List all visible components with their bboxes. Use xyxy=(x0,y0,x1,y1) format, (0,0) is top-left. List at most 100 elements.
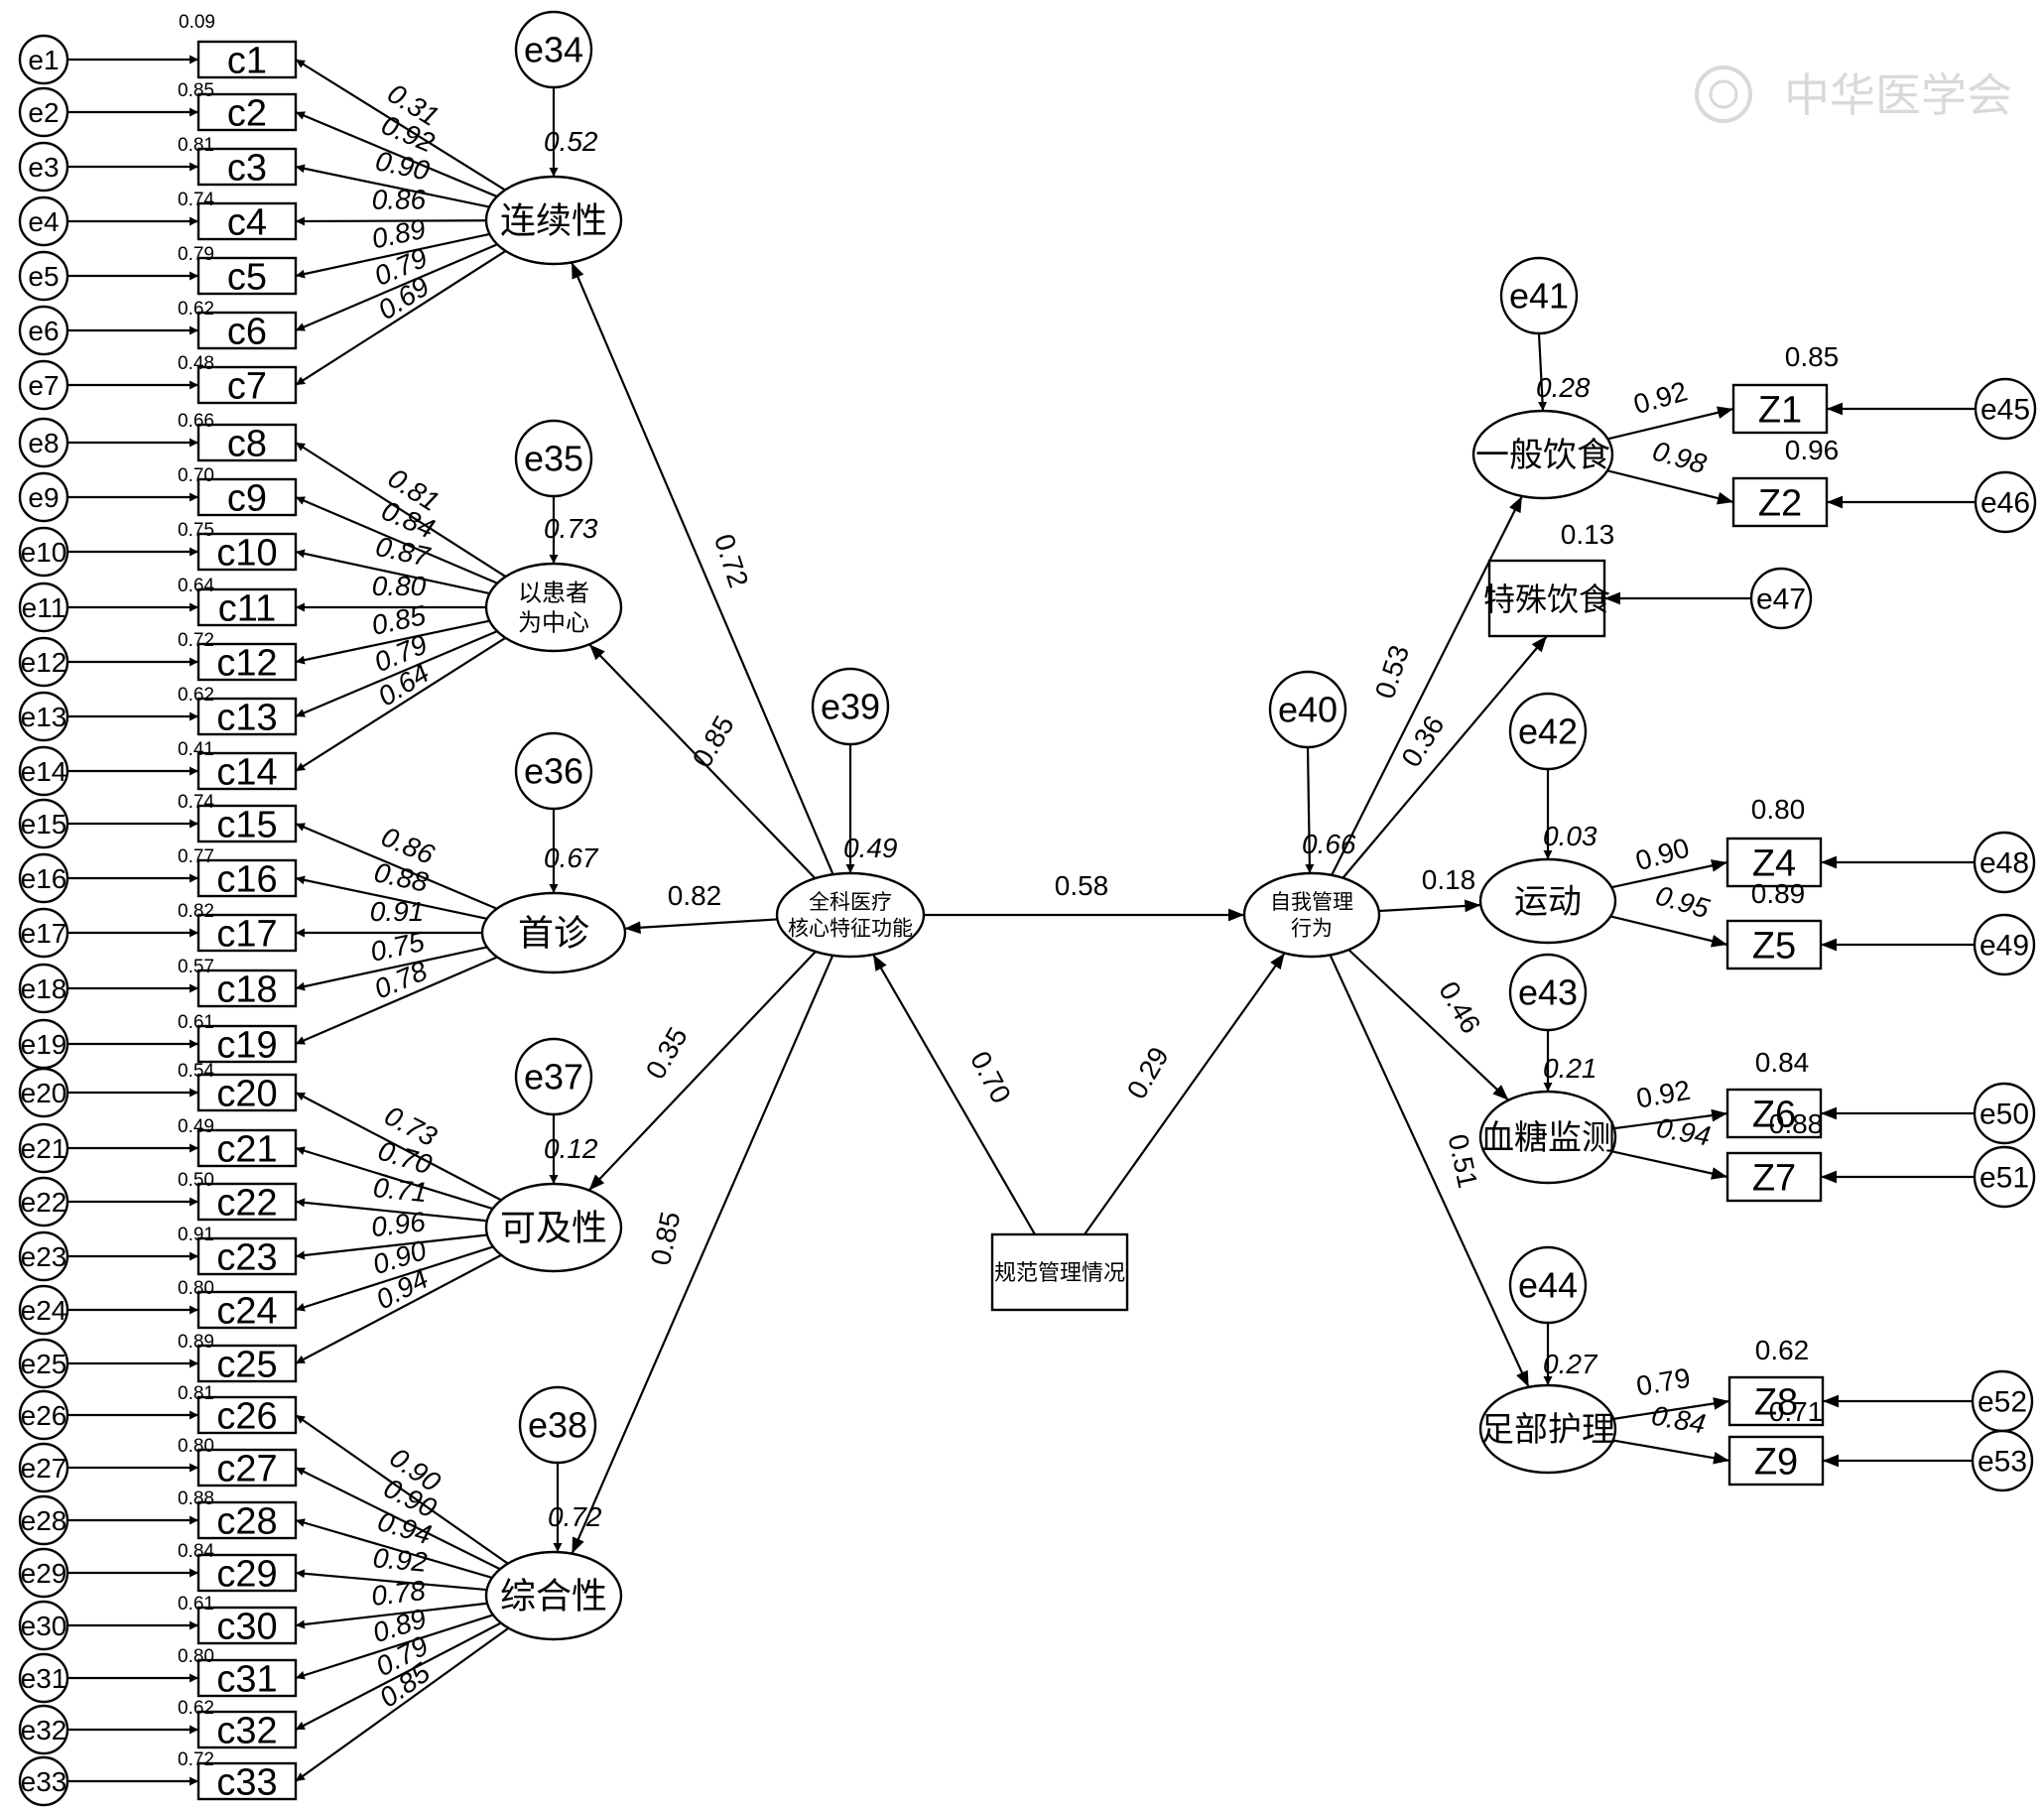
rfactor-3-structural-arrow xyxy=(1347,949,1510,1101)
ritem-Z4-loading: 0.90 xyxy=(1632,832,1693,876)
item-c18-label: c18 xyxy=(216,969,277,1010)
item-c31-r2: 0.80 xyxy=(178,1646,214,1667)
path-edges xyxy=(67,55,1976,1786)
item-c5-error-circle xyxy=(18,250,69,302)
item-c19-r2: 0.61 xyxy=(178,1012,214,1033)
item-c12-error-circle xyxy=(18,636,69,688)
item-c9-error-label: e9 xyxy=(28,482,59,513)
ritem-Z4-label: Z4 xyxy=(1752,842,1796,884)
self-factor-label-1: 自我管理 xyxy=(1270,891,1353,914)
item-c28-r2: 0.88 xyxy=(178,1488,214,1509)
item-c10-loading-arrow xyxy=(295,549,490,595)
item-c14-loading-arrow xyxy=(295,636,507,772)
ritem-Z4-r2: 0.80 xyxy=(1751,794,1806,825)
rfactor-2-error-circle xyxy=(1508,692,1588,771)
factor-2-ellipse xyxy=(484,562,623,653)
core-factor-label-1: 全科医疗 xyxy=(809,891,892,914)
item-c17-loading: 0.91 xyxy=(370,896,425,927)
item-c16-error-label: e16 xyxy=(21,863,67,894)
item-c32-error-circle xyxy=(18,1704,69,1755)
ritem-Z2-error-label: e46 xyxy=(1980,487,2030,520)
ritem-Z9-label: Z9 xyxy=(1754,1441,1798,1483)
ritem-Z6-r2: 0.84 xyxy=(1755,1047,1810,1078)
item-c3-box xyxy=(196,147,298,187)
item-c19-label: c19 xyxy=(216,1024,277,1066)
factor-2-structural-arrow xyxy=(588,643,817,879)
item-c10-error-label: e10 xyxy=(21,537,67,568)
factor-2-error-label: e35 xyxy=(524,439,583,479)
item-c32-box xyxy=(196,1710,298,1749)
item-c6-loading-arrow xyxy=(295,243,498,332)
factor-2-label-2: 为中心 xyxy=(518,609,589,636)
ritem-Z5-error-label: e49 xyxy=(1980,930,2029,963)
item-c33-label: c33 xyxy=(216,1761,277,1803)
item-c21-error-circle xyxy=(18,1122,69,1174)
item-c20-r2: 0.54 xyxy=(178,1061,214,1082)
factor-4-structural-arrow xyxy=(587,951,817,1192)
item-c15-error-circle xyxy=(18,798,69,849)
ritem-Z1-label: Z1 xyxy=(1758,389,1802,431)
item-c25-r2: 0.89 xyxy=(178,1332,214,1353)
factor-2-r2: 0.73 xyxy=(544,513,598,544)
watermark-seal-icon xyxy=(1695,65,1752,123)
item-c24-loading-arrow xyxy=(295,1245,494,1312)
core-factor-ellipse xyxy=(775,871,926,959)
rfactor-1-error-circle xyxy=(1499,256,1579,335)
item-c8-error-label: e8 xyxy=(28,428,59,458)
item-c22-loading-arrow xyxy=(295,1198,487,1223)
item-c7-label: c7 xyxy=(227,365,267,407)
item-c24-error-circle xyxy=(18,1284,69,1336)
rfactor-4-error-label: e44 xyxy=(1518,1265,1578,1306)
rfactor-4-r2: 0.27 xyxy=(1543,1349,1598,1379)
item-c2-error-circle xyxy=(18,86,69,138)
item-c7-r2: 0.48 xyxy=(178,353,214,374)
ritem-Z2-label: Z2 xyxy=(1758,482,1802,524)
item-c20-error-label: e20 xyxy=(21,1078,67,1108)
factor-1-label: 连续性 xyxy=(500,200,607,241)
ritem-Z9-error-circle xyxy=(1971,1429,2034,1492)
item-c1-error-circle xyxy=(18,34,69,85)
item-c33-error-label: e33 xyxy=(21,1766,67,1797)
ritem-Z1-error-label: e45 xyxy=(1980,394,2030,427)
ritem-Z6-error-circle xyxy=(1973,1082,2036,1145)
ritem-Z8-box xyxy=(1727,1375,1825,1427)
ritem-Z7-loading-arrow xyxy=(1611,1150,1728,1180)
item-c18-loading-arrow xyxy=(295,946,488,991)
item-c17-box xyxy=(196,913,298,953)
item-c7-error-circle xyxy=(18,359,69,411)
ritem-Z2-loading: 0.98 xyxy=(1649,435,1710,479)
item-c11-box xyxy=(196,587,298,627)
rfactor-3-error-label: e43 xyxy=(1518,972,1578,1013)
factor-5-label: 综合性 xyxy=(500,1576,607,1616)
item-c6-r2: 0.62 xyxy=(178,299,214,320)
special-diet-error-circle xyxy=(1749,567,1813,630)
item-c5-r2: 0.79 xyxy=(178,244,214,265)
item-c29-error-circle xyxy=(18,1547,69,1599)
item-c27-label: c27 xyxy=(216,1448,277,1489)
item-c23-r2: 0.91 xyxy=(178,1225,214,1245)
special-diet-path: 0.36 xyxy=(1395,711,1450,773)
item-c33-r2: 0.72 xyxy=(178,1749,214,1770)
item-c15-error-label: e15 xyxy=(21,809,67,840)
item-c32-r2: 0.62 xyxy=(178,1698,214,1719)
item-c4-r2: 0.74 xyxy=(178,190,214,210)
ritem-Z7-r2: 0.88 xyxy=(1769,1108,1824,1139)
item-c13-loading-arrow xyxy=(295,630,498,718)
mgmt-to-core-path: 0.70 xyxy=(964,1046,1017,1108)
item-c21-loading-arrow xyxy=(295,1146,493,1211)
item-c18-error-label: e18 xyxy=(21,973,67,1004)
item-c4-error-circle xyxy=(18,195,69,247)
item-c32-loading-arrow xyxy=(295,1621,502,1731)
ritem-Z9-error-label: e53 xyxy=(1978,1446,2027,1479)
item-c1-loading-arrow xyxy=(295,59,506,192)
rfactor-4-structural-arrow xyxy=(1329,954,1530,1388)
ritem-Z6-loading: 0.92 xyxy=(1634,1075,1693,1114)
item-c23-error-circle xyxy=(18,1230,69,1282)
core-factor-label-2: 核心特征功能 xyxy=(788,917,913,940)
item-c28-error-label: e28 xyxy=(21,1505,67,1536)
item-c8-loading-arrow xyxy=(295,442,507,579)
special-diet-label: 特殊饮食 xyxy=(1483,582,1610,617)
item-c29-loading-arrow xyxy=(295,1569,487,1592)
item-c16-label: c16 xyxy=(216,858,277,900)
rfactor-1-ellipse xyxy=(1471,409,1614,500)
